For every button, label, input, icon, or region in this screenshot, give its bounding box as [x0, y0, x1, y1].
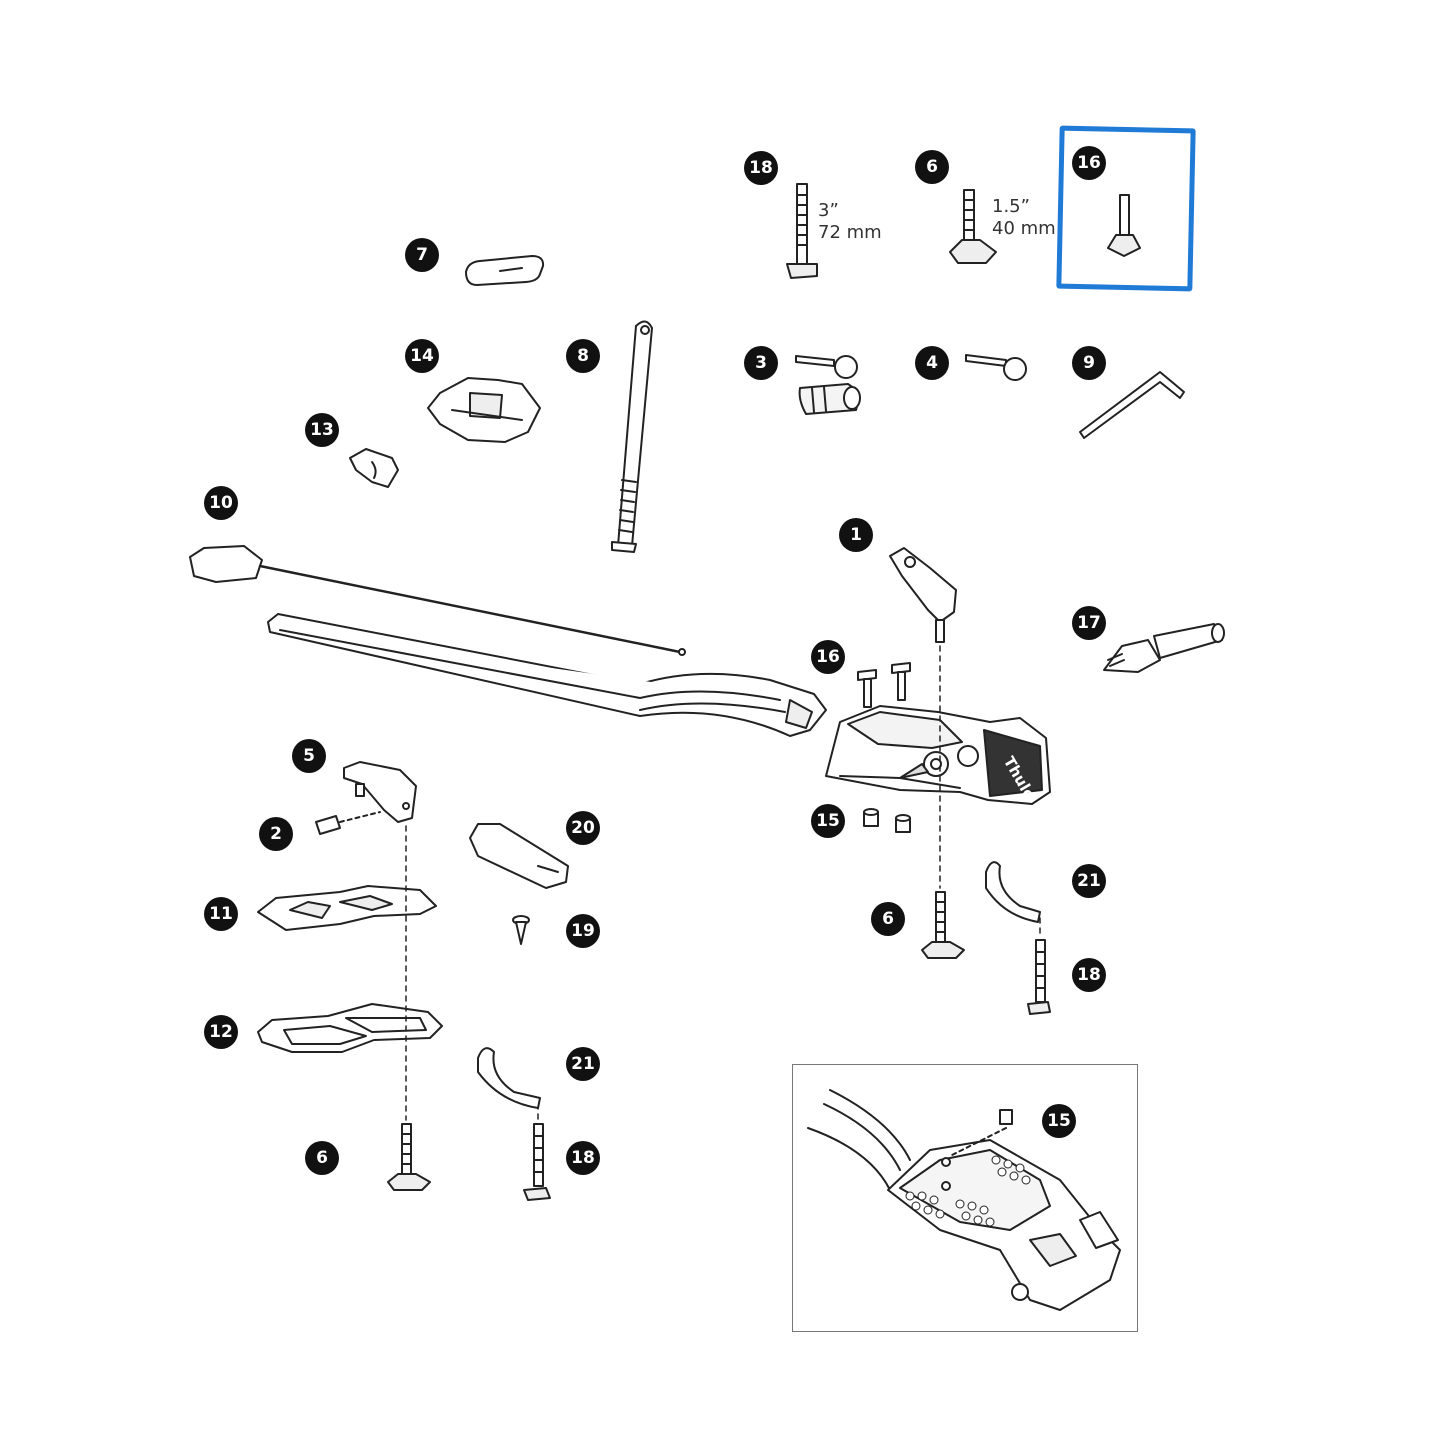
- part-8-strap: [611, 320, 653, 553]
- part-10-cable: [189, 545, 686, 656]
- part-5-cap: [343, 761, 417, 823]
- callout-11: 11: [204, 897, 238, 931]
- callout-16-base: 16: [811, 640, 845, 674]
- callout-12: 12: [204, 1015, 238, 1049]
- bolt-long-mm: 72 mm: [818, 222, 882, 243]
- bolt-short-mm: 40 mm: [992, 218, 1056, 239]
- part-18-long-bolt: [786, 183, 818, 279]
- part-17-adapter: [1103, 623, 1225, 673]
- callout-16: 16: [1072, 146, 1106, 180]
- bolt-short-inch: 1.5”: [992, 196, 1030, 217]
- callout-3: 3: [744, 346, 778, 380]
- part-11-plate: [257, 885, 437, 931]
- part-9-hex-key: [1079, 371, 1185, 439]
- callout-15: 15: [811, 804, 845, 838]
- part-14-cradle: [427, 377, 541, 443]
- callout-18: 18: [744, 151, 778, 185]
- bolt-long-inch: 3”: [818, 200, 839, 221]
- callout-6-bottom: 6: [305, 1141, 339, 1175]
- callout-17: 17: [1072, 606, 1106, 640]
- part-2-pin: [315, 811, 381, 835]
- callout-5: 5: [292, 739, 326, 773]
- part-16-small-bolt: [1107, 194, 1141, 257]
- callout-6-base: 6: [871, 902, 905, 936]
- callout-8: 8: [566, 339, 600, 373]
- callout-13: 13: [305, 413, 339, 447]
- part-6-bolt-under-base: [921, 891, 965, 959]
- part-13-clip: [349, 448, 399, 488]
- part-7-sleeve: [465, 255, 545, 286]
- part-18-bolt-right: [1027, 939, 1051, 1015]
- part-20-pad: [469, 823, 569, 889]
- callout-4: 4: [915, 346, 949, 380]
- part-12-frame: [257, 1003, 443, 1053]
- callout-15-inset: 15: [1042, 1104, 1076, 1138]
- inset-detail-box: [792, 1064, 1138, 1332]
- frame-rail: [267, 613, 827, 737]
- part-1-lever: [889, 547, 957, 643]
- part-4-key: [965, 354, 1027, 381]
- part-16-bolts-pair: [857, 662, 911, 708]
- part-21-clamp-bottom: [477, 1047, 541, 1109]
- frame-mount-base: Thule: [825, 705, 1051, 805]
- callout-9: 9: [1072, 346, 1106, 380]
- inset-detail-drawing: [807, 1089, 1121, 1311]
- bolt-long-dimension: 3” 72 mm: [818, 200, 882, 244]
- part-18-bolt-bottom: [523, 1123, 551, 1201]
- callout-20: 20: [566, 811, 600, 845]
- bolt-short-dimension: 1.5” 40 mm: [992, 196, 1056, 240]
- callout-21-bottom: 21: [566, 1047, 600, 1081]
- callout-19: 19: [566, 914, 600, 948]
- callout-18-bottom: 18: [566, 1141, 600, 1175]
- callout-14: 14: [405, 339, 439, 373]
- callout-18-right: 18: [1072, 958, 1106, 992]
- part-15-spacers: [863, 808, 911, 833]
- callout-21: 21: [1072, 864, 1106, 898]
- callout-1: 1: [839, 518, 873, 552]
- callout-10: 10: [204, 486, 238, 520]
- part-6-bolt-bottom: [387, 1123, 431, 1191]
- callout-2: 2: [259, 817, 293, 851]
- part-3-key-and-lock: [795, 355, 861, 415]
- callout-7: 7: [405, 238, 439, 272]
- part-19-screw: [512, 915, 530, 945]
- part-6-short-bolt: [949, 189, 997, 264]
- callout-6: 6: [915, 150, 949, 184]
- part-21-clamp-right: [985, 861, 1041, 923]
